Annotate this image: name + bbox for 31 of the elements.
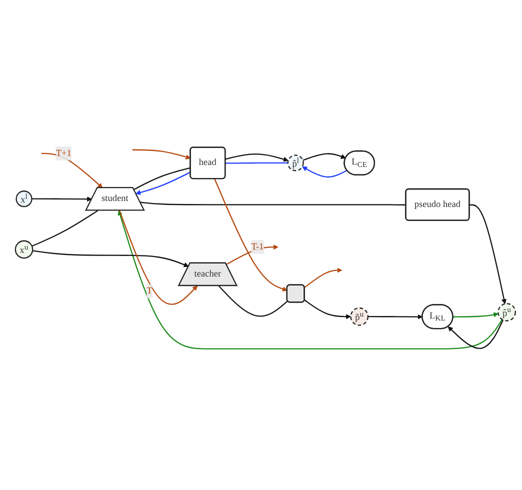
- arrow: [132, 149, 191, 160]
- arrow: [304, 268, 342, 288]
- arrow: [214, 178, 288, 292]
- node-circle: x$^{l}$: [16, 190, 32, 208]
- arrow: [225, 154, 288, 162]
- node-circle: p̂$^{u}$: [498, 303, 516, 322]
- edge-label: T: [146, 286, 152, 296]
- arrow: [453, 312, 499, 318]
- edge-label: T-1: [251, 242, 264, 252]
- connector: [225, 162, 288, 164]
- node-circle: x$^{u}$: [14, 240, 34, 259]
- arrow: [41, 152, 103, 188]
- node-circle: p̂$^{l}$: [287, 154, 304, 172]
- connector: [218, 285, 288, 317]
- arrow: [118, 210, 198, 305]
- arrow: [32, 196, 92, 202]
- arrow: [302, 153, 346, 161]
- node-circle: p̃$^{u}$: [350, 307, 369, 326]
- connector: [134, 167, 191, 190]
- arrow: [469, 204, 506, 304]
- edge-label: T+1: [56, 148, 72, 158]
- arrow: [118, 210, 503, 350]
- arrow: [136, 172, 191, 195]
- connector: [32, 210, 98, 247]
- connector: [140, 202, 406, 206]
- arrow: [304, 300, 351, 320]
- arrow: [448, 320, 504, 349]
- arrow: [302, 166, 348, 178]
- arrow: [368, 314, 423, 320]
- arrow: [32, 250, 189, 268]
- arrow: [226, 244, 278, 265]
